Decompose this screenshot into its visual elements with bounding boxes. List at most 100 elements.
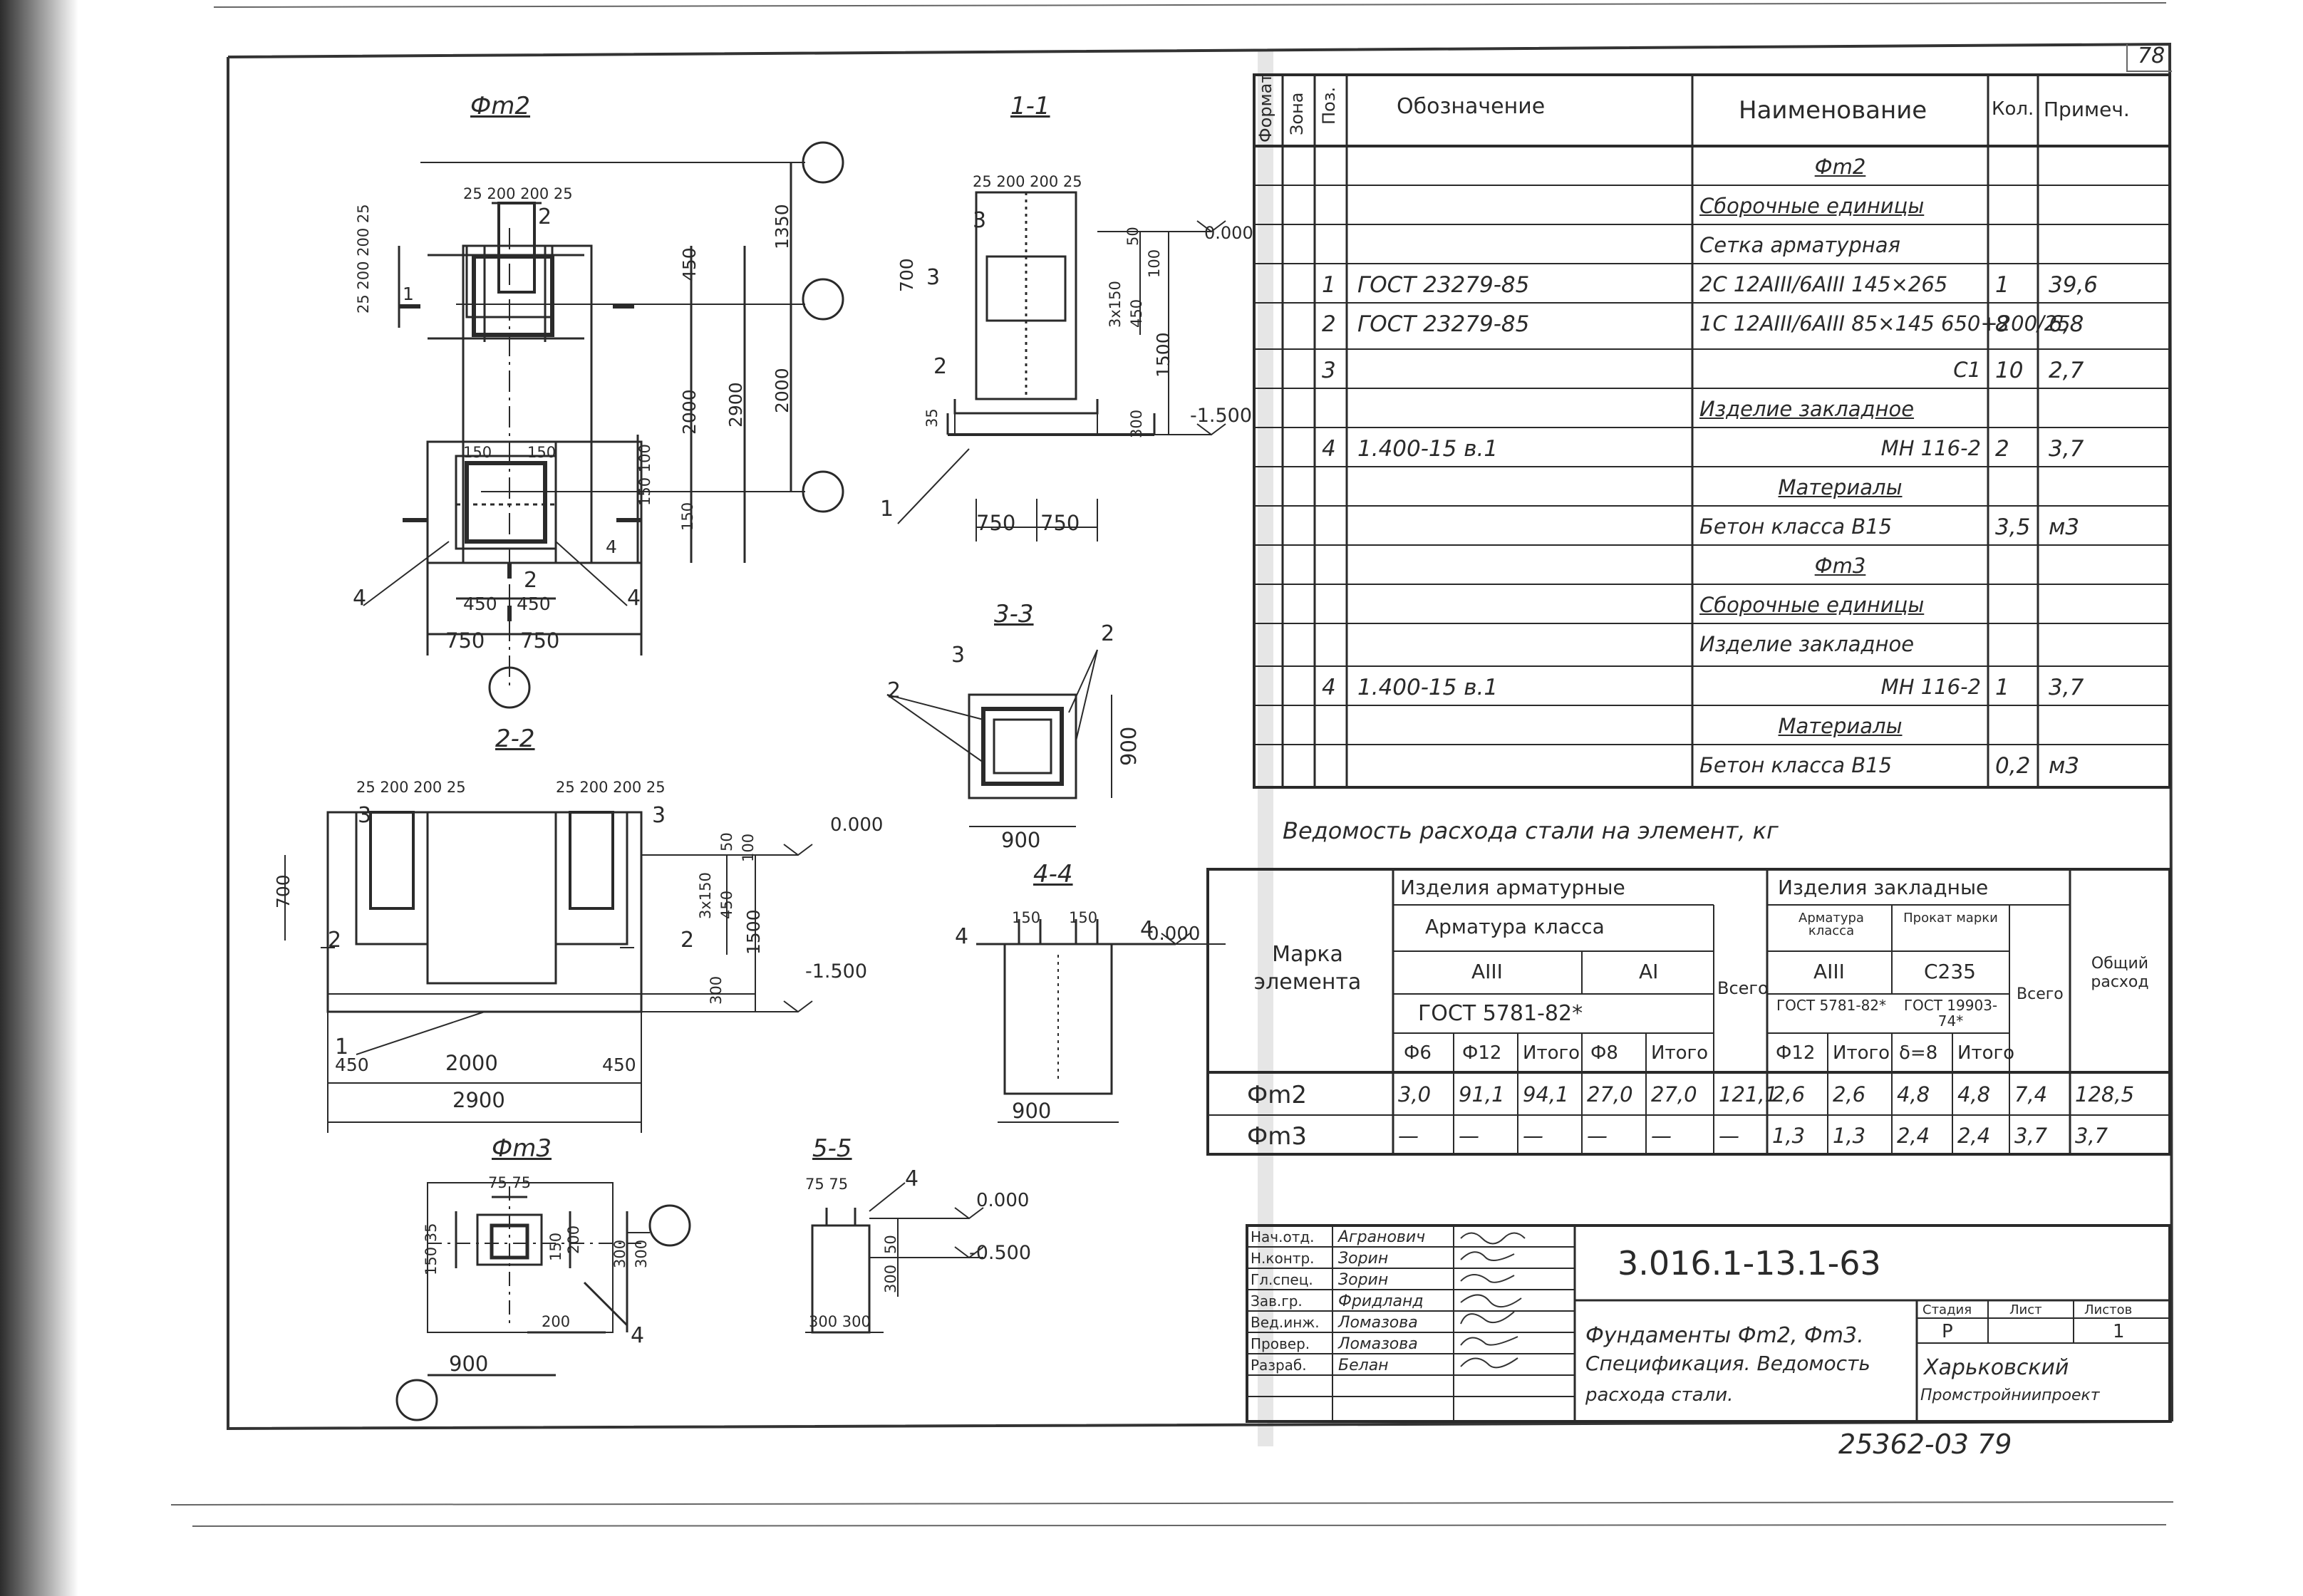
view-title-2-2: 2-2 (495, 725, 535, 753)
axis-bubble (488, 666, 531, 709)
dim: 700 (896, 258, 917, 292)
dim: 25 200 200 25 (463, 185, 573, 202)
dim: 300 (633, 1239, 650, 1268)
archive-stamp: 25362-03 79 (1838, 1429, 2012, 1460)
steel-cell: 91,1 (1459, 1082, 1505, 1107)
section-4-4 (976, 919, 1226, 1123)
steel-cell: 1,3 (1772, 1124, 1806, 1148)
dim: 150 (1012, 909, 1041, 926)
tb-role: Разраб. (1251, 1357, 1307, 1374)
dim: 100 (740, 833, 757, 862)
steel-h-emb-aiii: АIII (1813, 960, 1845, 983)
spec-pos: 4 (1322, 675, 1336, 700)
mark: 3 (973, 208, 987, 233)
callout-2: 2 (887, 678, 901, 703)
spec-name: 1С 12АIII/6АIII 85×145 650+200/25 (1699, 311, 2071, 336)
steel-cell: 7,4 (2014, 1082, 2048, 1107)
steel-h-emb-gost: ГОСТ 5781-82* (1776, 997, 1887, 1014)
spec-note: 3,7 (2049, 436, 2084, 462)
steel-cell: — (1459, 1124, 1479, 1148)
steel-row-mark: Фm2 (1247, 1081, 1308, 1109)
steel-cell: 3,0 (1398, 1082, 1432, 1107)
spec-name: Материалы (1778, 475, 1903, 499)
level-mark: 0.000 (976, 1190, 1030, 1211)
section-2-2 (284, 811, 813, 1133)
steel-cell: — (1651, 1124, 1672, 1148)
dim: 150 (679, 502, 696, 531)
level-mark: 0.000 (1147, 923, 1201, 945)
dim: 300 (1128, 409, 1145, 438)
spec-qty: 0,2 (1995, 753, 2031, 779)
spec-name: Материалы (1778, 714, 1903, 738)
tb-name: Белан (1338, 1357, 1389, 1374)
dim: 150 35 (423, 1223, 440, 1275)
dim: 150 (1069, 909, 1098, 926)
callout-3: 3 (951, 643, 966, 668)
steel-h-emb-rebar: Арматура класса (1799, 911, 1864, 938)
tb-name: Зорин (1338, 1271, 1389, 1289)
axis-bubble (802, 278, 844, 321)
spec-pos: 2 (1322, 311, 1336, 337)
dim: 450 (602, 1054, 636, 1075)
level-mark: -1.500 (1190, 405, 1253, 427)
steel-subheader: Ф12 (1776, 1042, 1816, 1064)
dim: 100 (1146, 249, 1163, 278)
steel-h-emb-total: Всего (2017, 985, 2064, 1003)
steel-cell: 2,6 (1833, 1082, 1866, 1107)
page-fold (1258, 50, 1273, 1446)
steel-subheader: Ф8 (1590, 1042, 1618, 1064)
steel-h-embed: Изделия закладные (1778, 876, 1989, 899)
spec-name: МН 116-2 (1880, 436, 1981, 460)
tb-role: Нач.отд. (1251, 1228, 1315, 1245)
sheet-number: 78 (2138, 43, 2165, 68)
dim: 2900 (452, 1088, 505, 1112)
axis-bubble (802, 470, 844, 513)
spec-note: 3,7 (2049, 675, 2084, 700)
steel-cell: — (1523, 1124, 1543, 1148)
spec-pos: 1 (1322, 272, 1336, 298)
dim: 75 75 (488, 1174, 532, 1191)
spec-qty: 10 (1995, 358, 2024, 383)
steel-cell: 3,7 (2075, 1124, 2108, 1148)
spec-header-designation: Обозначение (1397, 94, 1546, 119)
level-mark: -0.500 (969, 1242, 1032, 1264)
spec-name: Фm2 (1814, 155, 1866, 179)
steel-cell: 1,3 (1833, 1124, 1866, 1148)
dim: 900 (449, 1352, 489, 1376)
spec-name: Сетка арматурная (1699, 233, 1900, 257)
dim: 1350 (772, 204, 792, 249)
spec-pos: 3 (1322, 358, 1336, 383)
spec-header-name: Наименование (1739, 96, 1927, 125)
tb-name: Зорин (1338, 1250, 1389, 1268)
steel-cell: 4,8 (1897, 1082, 1930, 1107)
spec-name: Бетон класса В15 (1699, 514, 1893, 539)
spec-designation: ГОСТ 23279-85 (1357, 311, 1530, 337)
steel-subheader: Итого (1957, 1042, 2015, 1064)
view-title-fm2: Фm2 (470, 92, 531, 120)
steel-cell: — (1587, 1124, 1608, 1148)
spec-note: м3 (2049, 514, 2080, 540)
dim: 300 (611, 1239, 628, 1268)
steel-h-rebar-items: Изделия арматурные (1400, 876, 1625, 899)
view-title-1-1: 1-1 (1010, 92, 1050, 120)
dim: 750 (976, 511, 1016, 535)
callout-2: 2 (1101, 621, 1115, 646)
spec-header-note: Примеч. (2044, 98, 2130, 121)
cut-label: 4 (606, 537, 617, 557)
tb-role: Зав.гр. (1251, 1292, 1303, 1310)
spec-name: Сборочные единицы (1699, 194, 1925, 218)
tb-name: Фридланд (1338, 1292, 1424, 1310)
steel-cell: 4,8 (1957, 1082, 1991, 1107)
dim: 2900 (725, 382, 746, 428)
dim: 200 (565, 1225, 582, 1254)
dim: 150 (547, 1232, 564, 1261)
dim: 75 75 (805, 1176, 849, 1193)
section-1-1 (897, 191, 1226, 542)
tb-name: Агранович (1338, 1228, 1426, 1246)
spec-name: Сборочные единицы (1699, 593, 1925, 617)
spec-qty: 3,5 (1995, 514, 2031, 540)
spec-name: Фm3 (1814, 554, 1866, 578)
dim: 25 200 200 25 (355, 204, 372, 314)
dim: 50 (882, 1235, 899, 1254)
